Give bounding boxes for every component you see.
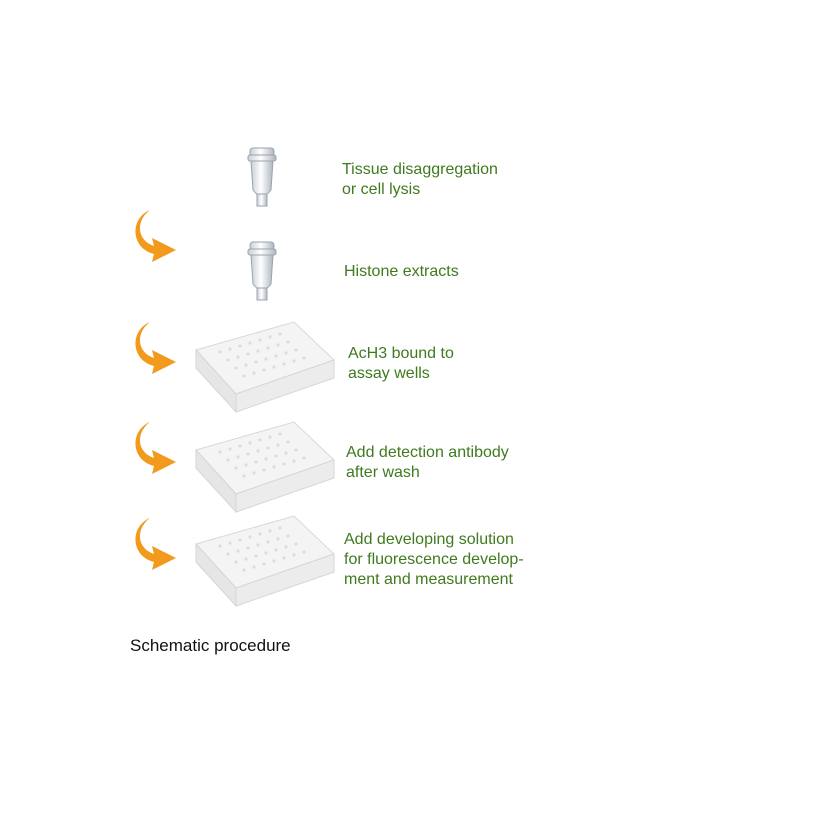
tube-icon [247,241,277,301]
microplate-icon [195,321,335,414]
curved-arrow-icon [135,322,176,374]
curved-arrow-icon [135,210,176,262]
microplate-icon [195,421,335,514]
microplate-icon [195,515,335,608]
step-1-label: Tissue disaggregation or cell lysis [342,161,498,198]
step-5-label: Add developing solution for fluorescence… [344,531,524,588]
tube-icon [247,147,277,207]
step-3-label: AcH3 bound to assay wells [348,345,454,382]
curved-arrow-icon [135,518,176,570]
step-2-label: Histone extracts [344,263,459,280]
curved-arrow-icon [135,422,176,474]
step-4-label: Add detection antibody after wash [346,444,509,481]
figure-caption: Schematic procedure [130,636,291,655]
